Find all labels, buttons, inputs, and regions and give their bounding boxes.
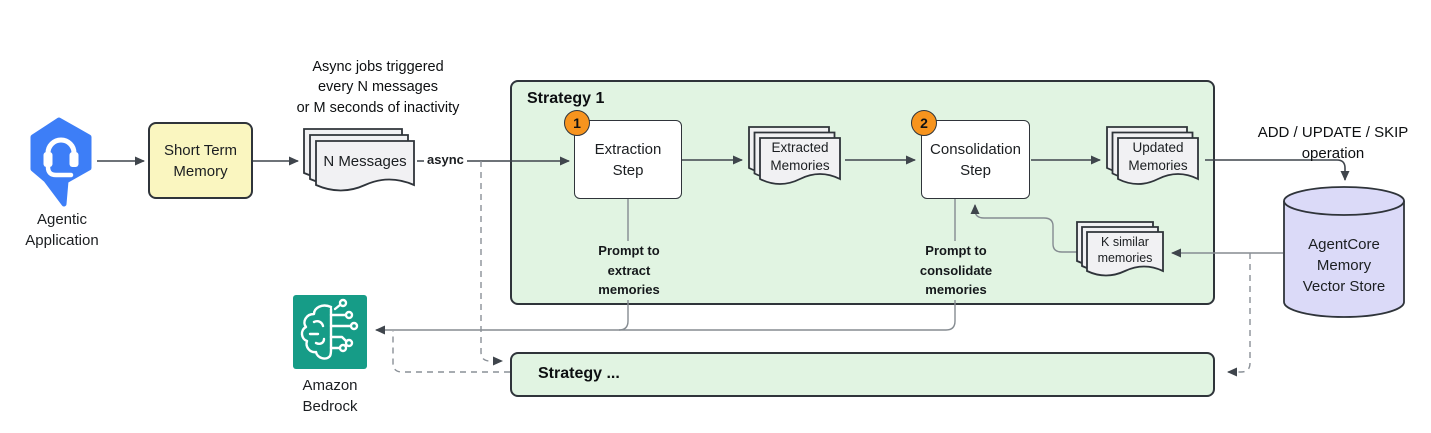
arrow-ksimilar-to-consolidation (970, 204, 1086, 253)
headset-icon (43, 137, 79, 178)
prompt-extract-note: Prompt to extract memories (586, 241, 672, 300)
add-update-skip-label: ADD / UPDATE / SKIP operation (1257, 124, 1409, 162)
n-messages-label: N Messages (323, 152, 407, 170)
step1-badge: 1 (564, 110, 590, 136)
arrow-updated-to-vectorstore (1205, 159, 1350, 181)
dashed-vectorstore-to-strategy-more (1227, 253, 1251, 377)
k-similar-memories-label: K similar memories (1097, 234, 1153, 265)
brain-circuit-icon (300, 298, 359, 360)
amazon-bedrock-label: Amazon Bedrock (302, 377, 358, 415)
k-similar-memories-doc-icon (1076, 221, 1164, 277)
step2-badge: 2 (911, 110, 937, 136)
updated-memories-doc-icon (1106, 126, 1199, 185)
agentic-application-icon (30, 117, 92, 207)
amazon-bedrock-icon (293, 295, 367, 369)
async-jobs-note: Async jobs triggered every N messages or… (296, 59, 460, 116)
vector-store-label: AgentCore Memory Vector Store (1302, 235, 1386, 295)
dashed-strategy-more-to-bedrock (392, 331, 510, 373)
prompt-consolidate-note: Prompt to consolidate memories (912, 241, 1000, 300)
n-messages-doc-icon (303, 128, 415, 192)
consolidation-step-node: Consolidation Step (921, 120, 1030, 199)
extracted-memories-label: Extracted Memories (770, 139, 830, 173)
extracted-memories-doc-icon (748, 126, 841, 185)
async-edge-label: async (424, 152, 467, 167)
agentic-application-label: Agentic Application (25, 211, 99, 249)
line-prompts-to-bedrock (375, 199, 956, 335)
strategy1-title: Strategy 1 (527, 90, 605, 107)
dashed-async-to-strategy-more (480, 161, 503, 366)
strategy-more-container: Strategy ... (510, 352, 1215, 397)
short-term-memory-node: Short Term Memory (148, 122, 253, 199)
strategy-more-title: Strategy ... (538, 365, 620, 382)
updated-memories-label: Updated Memories (1128, 139, 1188, 173)
vector-store-cylinder-icon (1283, 186, 1405, 318)
extraction-step-node: Extraction Step (574, 120, 682, 199)
line-extraction-prompt (618, 199, 629, 331)
